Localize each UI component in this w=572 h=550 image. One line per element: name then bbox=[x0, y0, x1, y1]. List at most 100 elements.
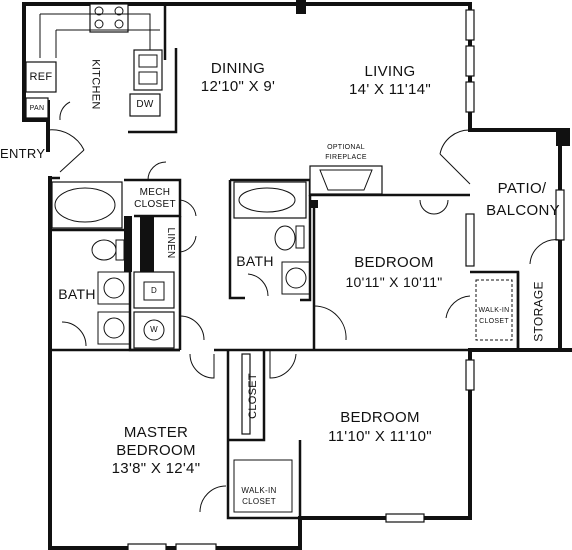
sink-oval bbox=[103, 317, 125, 339]
door-swing bbox=[269, 350, 297, 379]
window bbox=[127, 543, 167, 550]
master-bedroom-label-2: BEDROOM bbox=[116, 442, 196, 459]
window bbox=[241, 353, 251, 435]
window bbox=[175, 543, 217, 550]
closet-inner bbox=[228, 350, 266, 442]
burner bbox=[114, 6, 124, 16]
door-swing bbox=[179, 199, 197, 217]
door-swing bbox=[433, 199, 449, 215]
wall-post bbox=[556, 128, 570, 146]
entry-door-swing bbox=[47, 129, 85, 151]
sink-oval bbox=[285, 267, 307, 289]
sink-basin bbox=[138, 71, 158, 85]
counter-outline bbox=[39, 13, 160, 58]
door-swing bbox=[199, 485, 227, 513]
sink-basin bbox=[138, 54, 158, 68]
lower-bedroom-label: BEDROOM bbox=[340, 409, 420, 426]
mech-closet-label-2: CLOSET bbox=[134, 199, 176, 210]
dryer bbox=[133, 271, 175, 309]
tub-basin bbox=[54, 187, 116, 223]
wall-post bbox=[310, 200, 318, 208]
washer-label: W bbox=[150, 325, 158, 334]
fireplace-label: OPTIONAL bbox=[327, 144, 365, 151]
fireplace-hearth bbox=[319, 169, 373, 191]
ref-label: REF bbox=[29, 71, 53, 83]
mech-closet-wall bbox=[124, 178, 182, 218]
hall-bath-label: BATH bbox=[236, 253, 274, 269]
door-swing bbox=[59, 101, 71, 121]
wall-post bbox=[296, 0, 306, 14]
vanity bbox=[97, 311, 131, 345]
door-swing bbox=[419, 199, 435, 215]
master-bedroom-size: 13'8" X 12'4" bbox=[111, 460, 201, 477]
burner bbox=[94, 6, 104, 16]
window bbox=[465, 213, 475, 267]
upper-bedroom-size: 10'11" X 10'11" bbox=[345, 274, 443, 290]
storage-label: STORAGE bbox=[531, 281, 546, 342]
mech-closet-label: MECH bbox=[139, 187, 171, 198]
window bbox=[465, 9, 475, 41]
walkin-lower-label-2: CLOSET bbox=[242, 497, 276, 506]
living-right-wall bbox=[468, 2, 562, 352]
dw-label: DW bbox=[136, 99, 154, 110]
dishwasher bbox=[129, 93, 161, 117]
fireplace-label-2: FIREPLACE bbox=[325, 154, 367, 161]
window bbox=[465, 45, 475, 77]
wall-post bbox=[124, 216, 132, 272]
bedroom-bottom-wall bbox=[298, 348, 472, 550]
hall-bath-divider bbox=[300, 195, 312, 302]
door-swing bbox=[61, 321, 87, 347]
master-bedroom-label: MASTER bbox=[123, 424, 189, 441]
closet-rod bbox=[475, 279, 513, 341]
burner bbox=[94, 19, 104, 29]
window bbox=[385, 513, 425, 523]
door-swing bbox=[313, 305, 347, 341]
pan-label: PAN bbox=[29, 105, 45, 112]
patio-label-2: BALCONY bbox=[486, 202, 560, 219]
washer-drum bbox=[143, 319, 165, 341]
sink-oval bbox=[103, 277, 125, 299]
window bbox=[465, 359, 475, 391]
toilet-tank bbox=[115, 239, 125, 261]
refrigerator bbox=[25, 61, 57, 93]
door-swing bbox=[247, 273, 269, 297]
pantry bbox=[25, 97, 49, 119]
toilet bbox=[91, 239, 117, 261]
dining-size: 12'10" X 9' bbox=[200, 78, 276, 95]
vanity bbox=[97, 271, 131, 305]
door-swing bbox=[179, 235, 197, 253]
dryer-drum bbox=[143, 281, 165, 301]
walkin-upper-label: WALK-IN bbox=[478, 307, 510, 314]
patio-label: PATIO/ bbox=[497, 180, 547, 197]
closet-walls bbox=[226, 350, 300, 520]
dining-label: DINING bbox=[210, 60, 266, 77]
living-label: LIVING bbox=[364, 63, 416, 80]
door-swing bbox=[189, 353, 215, 379]
living-size: 14' X 11'14" bbox=[349, 81, 431, 98]
washer bbox=[133, 311, 175, 349]
kitchen-counter-right bbox=[128, 48, 178, 134]
door-swing bbox=[529, 239, 561, 265]
toilet-tank bbox=[295, 225, 305, 249]
tub-master bbox=[51, 181, 123, 229]
fireplace bbox=[309, 165, 383, 195]
walkin-upper-label-2: CLOSET bbox=[479, 318, 509, 325]
closet-rod bbox=[233, 459, 293, 513]
dryer-label: D bbox=[150, 286, 158, 295]
kitchen-label: KITCHEN bbox=[89, 59, 102, 110]
burner bbox=[114, 19, 124, 29]
lower-bedroom-size: 11'10" X 11'10" bbox=[328, 428, 432, 445]
walkin-lower-label: WALK-IN bbox=[241, 486, 277, 495]
window bbox=[465, 81, 475, 113]
master-bath-label: BATH bbox=[58, 286, 96, 302]
upper-bedroom-label: BEDROOM bbox=[354, 254, 434, 271]
patio-door-swing bbox=[439, 129, 471, 155]
door-swing bbox=[445, 295, 471, 319]
toilet bbox=[274, 225, 296, 251]
kitchen-left-wall bbox=[22, 2, 50, 152]
wall-post bbox=[140, 216, 154, 272]
vanity bbox=[281, 261, 311, 295]
closet-label: CLOSET bbox=[247, 373, 259, 419]
door-swing bbox=[179, 315, 205, 341]
